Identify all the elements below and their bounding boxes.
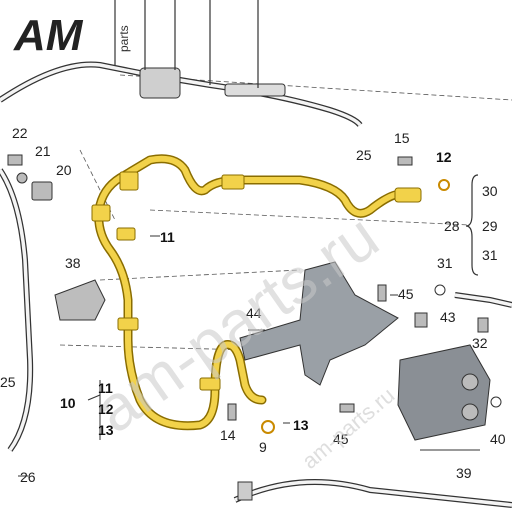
label-32: 32 (472, 335, 488, 351)
label-38: 38 (65, 255, 81, 271)
logo-suffix: parts (117, 25, 131, 52)
label-40: 40 (490, 431, 506, 447)
logo-text: AM (13, 11, 84, 60)
label-39: 39 (456, 465, 472, 481)
label-44: 44 (246, 305, 262, 321)
label-26: 26 (20, 469, 36, 485)
label-29: 29 (482, 218, 498, 234)
label-12-b: 12 (98, 401, 114, 417)
label-21: 21 (35, 143, 51, 159)
top-hose (0, 61, 363, 127)
label-leaders (18, 235, 480, 477)
hose-fitting-31 (454, 292, 512, 308)
label-45-a: 45 (398, 286, 414, 302)
left-hose (0, 168, 34, 452)
logo: AM parts (13, 11, 131, 60)
label-30: 30 (482, 183, 498, 199)
label-20: 20 (56, 162, 72, 178)
oil-cooler-39 (397, 344, 491, 441)
top-leaders (114, 0, 259, 88)
label-13-b: 13 (98, 422, 114, 438)
label-25-a: 25 (356, 147, 372, 163)
label-13-a: 13 (293, 417, 309, 433)
label-45-b: 45 (333, 431, 349, 447)
refrigerant-pipe-11 (91, 154, 422, 431)
label-11-a: 11 (160, 229, 175, 245)
label-31-a: 31 (482, 247, 498, 263)
fittings (7, 154, 502, 434)
watermark-small: am-parts.ru (297, 382, 399, 473)
label-9: 9 (259, 439, 267, 455)
bracket-38 (54, 279, 106, 321)
label-22: 22 (12, 125, 28, 141)
label-31-b: 31 (437, 255, 453, 271)
label-10: 10 (60, 395, 76, 411)
bottom-hose (233, 479, 512, 508)
part-labels: 9 10 11 11 12 12 13 13 14 15 20 21 22 25… (0, 125, 506, 485)
label-15: 15 (394, 130, 410, 146)
label-43: 43 (440, 309, 456, 325)
label-25-b: 25 (0, 374, 16, 390)
bracket-44 (239, 261, 399, 386)
label-14: 14 (220, 427, 236, 443)
brace-28-31 (465, 174, 479, 276)
label-28: 28 (444, 218, 460, 234)
label-11-b: 11 (98, 380, 113, 396)
label-12-a: 12 (436, 149, 452, 165)
